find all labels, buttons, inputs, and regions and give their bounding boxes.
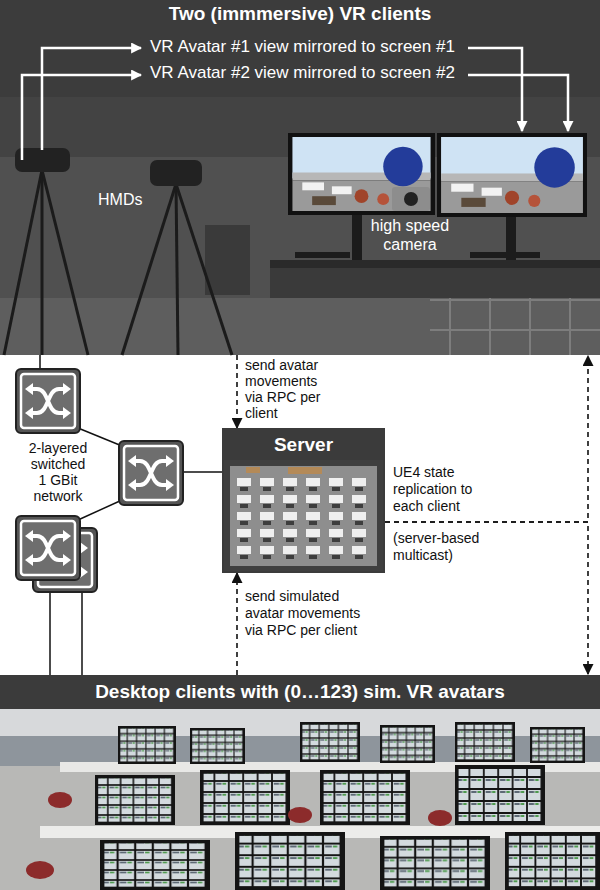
lab-floor bbox=[0, 766, 600, 890]
mirror-note: VR Avatar #1 view mirrored to screen #1 bbox=[150, 37, 455, 57]
mirror-arrow bbox=[468, 48, 522, 131]
room-border bbox=[224, 458, 383, 571]
chair bbox=[288, 807, 312, 823]
network-label: 2-layered switched 1 GBit network bbox=[28, 440, 88, 504]
switch-icon bbox=[119, 441, 183, 505]
connector-label: send simulated avatar movements via RPC … bbox=[245, 588, 373, 639]
hmd bbox=[150, 160, 202, 186]
monitor-stand bbox=[352, 214, 362, 260]
desktop-monitor bbox=[505, 832, 600, 890]
keyboard bbox=[295, 252, 350, 258]
room-desks bbox=[234, 476, 372, 562]
tripod-leg bbox=[41, 170, 44, 355]
desk-top bbox=[270, 260, 600, 268]
wire bbox=[49, 593, 51, 675]
monitor-stand bbox=[506, 216, 516, 260]
truss bbox=[430, 290, 600, 355]
server-box: Server bbox=[222, 428, 385, 573]
desktop-monitor bbox=[455, 765, 545, 825]
dashed-connector bbox=[236, 355, 238, 428]
wire bbox=[81, 593, 83, 675]
desktop-monitor bbox=[530, 727, 585, 763]
dashed-connector bbox=[236, 573, 238, 675]
device-label: high speed camera bbox=[362, 216, 458, 254]
camera-body bbox=[392, 187, 430, 211]
desktop-monitor bbox=[95, 775, 175, 825]
tripod-leg bbox=[176, 184, 232, 355]
desktop-client-region: Desktop clients with (0…123) sim. VR ava… bbox=[0, 675, 600, 890]
switch-icon bbox=[16, 516, 80, 580]
wire bbox=[78, 500, 122, 520]
mirrored-view bbox=[441, 137, 583, 213]
connector-label: UE4 state replication to each client bbox=[393, 464, 493, 515]
dashed-connector bbox=[385, 356, 588, 522]
desktop-monitor bbox=[190, 728, 245, 764]
room-boxes bbox=[288, 467, 322, 474]
tripods bbox=[4, 170, 232, 355]
desk-front bbox=[270, 268, 600, 298]
tripod-leg bbox=[4, 170, 42, 355]
mirrored-view bbox=[292, 137, 430, 211]
lab-photo bbox=[0, 706, 600, 890]
camera-lens bbox=[404, 192, 418, 206]
desktop-monitor bbox=[380, 725, 435, 763]
mirror-note: VR Avatar #2 view mirrored to screen #2 bbox=[150, 63, 455, 83]
monitor-frame bbox=[437, 133, 587, 217]
chair bbox=[48, 792, 72, 808]
connector-label: send avatar movements via RPC per client bbox=[245, 357, 337, 421]
tripod-leg bbox=[176, 184, 178, 355]
lab-floor bbox=[0, 298, 600, 355]
node-heading: Two (immmersive) VR clients bbox=[0, 0, 600, 28]
desktop-monitor bbox=[300, 722, 360, 762]
tripod-leg bbox=[42, 170, 88, 355]
desktop-monitor bbox=[380, 836, 490, 890]
monitor-frame bbox=[288, 133, 435, 215]
lab-photo bbox=[0, 97, 600, 355]
desktop-monitor bbox=[455, 722, 515, 762]
desktop-monitor bbox=[235, 832, 345, 890]
keyboard bbox=[470, 252, 540, 258]
mirror-arrow bbox=[22, 75, 141, 160]
mirror-arrow bbox=[42, 48, 141, 150]
wire bbox=[39, 355, 41, 369]
computer-tower bbox=[205, 225, 250, 295]
desktop-monitor bbox=[118, 726, 176, 764]
chair bbox=[26, 861, 54, 879]
room-boxes bbox=[246, 467, 260, 473]
dashed-connector bbox=[385, 522, 588, 674]
desktop-monitor bbox=[100, 840, 210, 890]
node-heading: Server bbox=[224, 430, 383, 460]
switch-icon bbox=[16, 369, 80, 433]
tripod-leg bbox=[122, 184, 176, 355]
wire bbox=[184, 471, 222, 473]
connector-label: (server-based multicast) bbox=[393, 530, 493, 564]
chair bbox=[428, 810, 452, 826]
device-label: HMDs bbox=[98, 190, 142, 209]
desktop-monitor bbox=[200, 770, 290, 825]
mirror-arrow bbox=[468, 75, 568, 131]
node-heading: Desktop clients with (0…123) sim. VR ava… bbox=[0, 675, 600, 709]
room-floor bbox=[230, 466, 377, 566]
chairs bbox=[26, 792, 452, 879]
desktop-monitor bbox=[320, 770, 410, 825]
